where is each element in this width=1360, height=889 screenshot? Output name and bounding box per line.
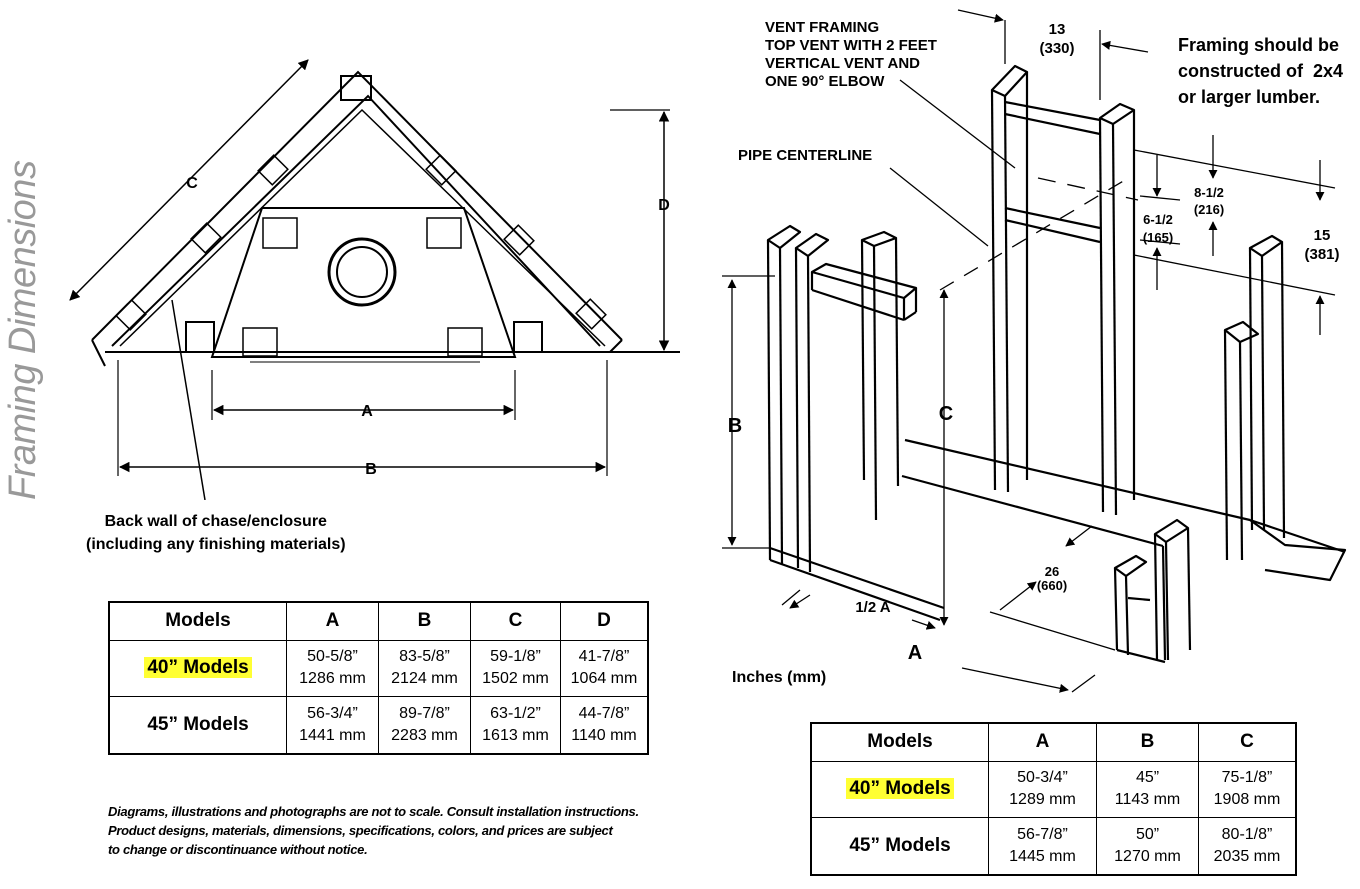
cell-value-mm: 1064 mm (570, 670, 638, 688)
cell-value-mm: 1286 mm (299, 670, 366, 688)
framing-note-3: or larger lumber. (1178, 87, 1321, 107)
right-label-c: C (939, 403, 953, 425)
dim-26-mm: (660) (1037, 578, 1067, 593)
disclaimer: Diagrams, illustrations and photographs … (108, 802, 668, 859)
disclaimer-line-3: to change or discontinuance without noti… (108, 842, 368, 857)
cell-value: 83-5/8” (399, 648, 450, 666)
table-row: 40” Models 50-5/8” 1286 mm 83-5/8” 2124 mm… (108, 639, 649, 698)
col-header-models: Models (108, 601, 287, 641)
col-header-c: C (470, 601, 561, 641)
cell-value-mm: 2124 mm (391, 670, 458, 688)
col-header-a: A (286, 601, 379, 641)
cell-value-mm: 1908 mm (1213, 791, 1281, 809)
cell-value-mm: 1502 mm (482, 670, 549, 688)
right-label-b: B (728, 415, 742, 437)
framing-note-1: Framing should be (1178, 35, 1340, 55)
cell-value: 56-7/8” (1017, 826, 1068, 844)
cell-value: 80-1/8” (1221, 826, 1273, 844)
isometric-framing-diagram: 13 (330) 8-1/2 (216) 6-1/2 (165) 15 (381… (722, 9, 1347, 693)
pipe-centerline-label: PIPE CENTERLINE (738, 147, 873, 164)
back-wall-callout: Back wall of chase/enclosure (including … (86, 510, 346, 556)
dim-13-mm: (330) (1039, 40, 1074, 57)
disclaimer-line-2: Product designs, materials, dimensions, … (108, 823, 613, 838)
dim-26-in: 26 (1045, 564, 1059, 579)
col-header-b: B (1096, 722, 1199, 762)
framing-note: Framing should be constructed of 2x4 or … (1178, 32, 1343, 110)
cell-value-mm: 1441 mm (299, 727, 366, 745)
right-label-a: A (908, 642, 922, 664)
right-dimensions-table: Models A B C 40” Models 50-3/4” 1289 mm 4… (810, 722, 1297, 876)
left-label-b: B (365, 461, 377, 478)
dim-8-5-in: 8-1/2 (1194, 185, 1224, 200)
table-row: 40” Models 50-3/4” 1289 mm 45” 1143 mm 75-… (810, 760, 1297, 819)
cell-value: 44-7/8” (578, 705, 630, 723)
page-title: Framing Dimensions (2, 160, 44, 500)
cell-value-mm: 2035 mm (1213, 848, 1281, 866)
cell-value-mm: 1143 mm (1114, 791, 1181, 809)
cell-value: 50-5/8” (307, 648, 358, 666)
table-row: 45” Models 56-7/8” 1445 mm 50” 1270 mm 80-… (810, 817, 1297, 876)
cell-value-mm: 1445 mm (1009, 848, 1076, 866)
vent-line-1: VENT FRAMING (765, 19, 880, 36)
cell-value-mm: 1289 mm (1009, 791, 1076, 809)
dim-15-in: 15 (1314, 227, 1331, 244)
cell-value-mm: 1270 mm (1114, 848, 1181, 866)
cell-value: 89-7/8” (399, 705, 450, 723)
cell-value-mm: 1613 mm (482, 727, 549, 745)
disclaimer-line-1: Diagrams, illustrations and photographs … (108, 804, 639, 819)
left-label-a: A (361, 403, 373, 420)
left-dimensions-table: Models A B C D 40” Models 50-5/8” 1286 mm… (108, 601, 649, 755)
cell-value: 59-1/8” (490, 648, 541, 666)
cell-value: 45” (1135, 769, 1160, 787)
left-label-c: C (186, 175, 198, 192)
vent-framing-callout: VENT FRAMING TOP VENT WITH 2 FEET VERTIC… (765, 19, 937, 91)
model-name: 45” Models (108, 696, 287, 755)
model-name-highlighted: 40” Models (144, 657, 252, 679)
cell-value: 63-1/2” (490, 705, 541, 723)
cell-value-mm: 2283 mm (391, 727, 458, 745)
cell-value: 41-7/8” (578, 648, 630, 666)
vent-line-3: VERTICAL VENT AND (765, 55, 921, 72)
corner-framing-diagram: C D A B (69, 59, 680, 500)
cell-value-mm: 1140 mm (571, 727, 637, 745)
cell-value: 75-1/8” (1221, 769, 1273, 787)
model-name: 45” Models (810, 817, 989, 876)
dim-13-in: 13 (1049, 21, 1066, 38)
col-header-d: D (560, 601, 649, 641)
cell-value: 50-3/4” (1017, 769, 1068, 787)
dim-8-5-mm: (216) (1194, 202, 1224, 217)
vent-line-2: TOP VENT WITH 2 FEET (765, 37, 937, 54)
right-label-half-a: 1/2 A (855, 599, 890, 616)
dim-6-5-mm: (165) (1143, 230, 1173, 245)
cell-value: 50” (1135, 826, 1160, 844)
dim-6-5-in: 6-1/2 (1143, 212, 1173, 227)
callout-line-1: Back wall of chase/enclosure (104, 513, 327, 530)
left-label-d: D (658, 197, 670, 214)
model-name-highlighted: 40” Models (846, 778, 954, 800)
units-label: Inches (mm) (732, 669, 827, 686)
col-header-c: C (1198, 722, 1297, 762)
dim-15-mm: (381) (1304, 246, 1339, 263)
col-header-models: Models (810, 722, 989, 762)
col-header-b: B (378, 601, 471, 641)
vent-line-4: ONE 90° ELBOW (765, 73, 885, 90)
callout-line-2: (including any finishing materials) (86, 536, 346, 553)
table-row: 45” Models 56-3/4” 1441 mm 89-7/8” 2283 mm… (108, 696, 649, 755)
cell-value: 56-3/4” (307, 705, 358, 723)
framing-note-2: constructed of 2x4 (1178, 61, 1344, 81)
col-header-a: A (988, 722, 1097, 762)
